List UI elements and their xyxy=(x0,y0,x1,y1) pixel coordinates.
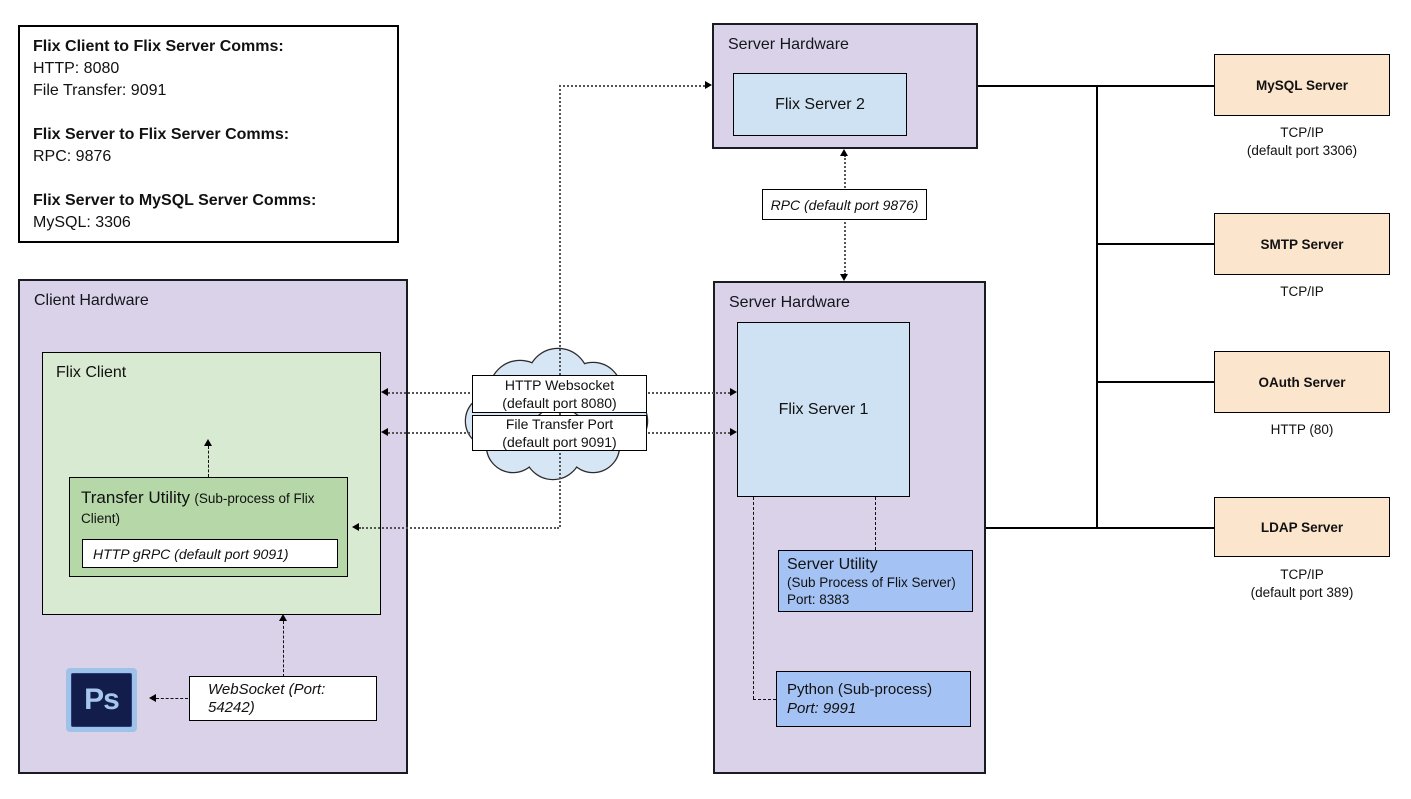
ldap-server-box: LDAP Server xyxy=(1214,497,1390,557)
legend-line: MySQL: 3306 xyxy=(33,214,131,231)
server-hardware-1-title: Server Hardware xyxy=(729,294,850,311)
arrowhead-transfer-utility-up xyxy=(204,439,212,446)
legend-heading: Flix Server to MySQL Server Comms: xyxy=(33,192,317,209)
rpc-port-label: RPC (default port 9876) xyxy=(762,189,927,220)
mysql-port: (default port 3306) xyxy=(1246,143,1358,158)
file-transfer-label-line1: File Transfer Port xyxy=(505,416,614,432)
photoshop-icon-glyph: Ps xyxy=(71,673,132,727)
line-branch-smtp xyxy=(1096,243,1214,245)
server-utility-subtitle: (Sub Process of Flix Server) xyxy=(787,574,956,590)
line-flixserver1-to-ldap xyxy=(986,527,1214,529)
arrowhead-http-into-flix-server-1 xyxy=(730,388,737,396)
legend-box: Flix Client to Flix Server Comms: HTTP: … xyxy=(18,25,399,243)
python-port: Port: 9991 xyxy=(787,700,857,717)
line-transfer-utility-up-dashed xyxy=(208,446,209,477)
legend-heading: Flix Client to Flix Server Comms: xyxy=(33,38,284,55)
flix-server-2-node: Flix Server 2 xyxy=(733,73,907,136)
http-grpc-port-label: HTTP gRPC (default port 9091) xyxy=(82,539,338,568)
oauth-server-caption: HTTP (80) xyxy=(1214,421,1390,439)
arrowhead-into-photoshop xyxy=(149,694,156,702)
ldap-port: (default port 389) xyxy=(1250,585,1354,600)
line-cloud-vertical-dotted xyxy=(559,85,561,527)
line-websocket-to-flixclient-dashed xyxy=(283,621,284,677)
flix-server-1-node: Flix Server 1 xyxy=(737,322,910,497)
smtp-protocol: TCP/IP xyxy=(1280,284,1324,299)
line-to-flixserver2-dotted xyxy=(559,85,705,87)
flix-client-title: Flix Client xyxy=(56,364,127,381)
client-hardware-title: Client Hardware xyxy=(34,292,149,309)
file-transfer-port-label: File Transfer Port (default port 9091) xyxy=(472,415,647,451)
python-subprocess-node: Python (Sub-process) Port: 9991 xyxy=(776,671,971,727)
transfer-utility-subtitle: (Sub-process of Flix Client) xyxy=(81,491,315,526)
legend-section: Flix Client to Flix Server Comms: HTTP: … xyxy=(33,36,387,102)
oauth-protocol: HTTP (80) xyxy=(1270,422,1334,437)
arrowhead-into-transfer-utility xyxy=(352,523,359,531)
http-websocket-label-line2: (default port 8080) xyxy=(502,395,617,411)
mysql-protocol: TCP/IP xyxy=(1280,125,1324,140)
server-utility-node: Server Utility (Sub Process of Flix Serv… xyxy=(778,550,973,612)
line-to-transfer-utility-dotted xyxy=(359,527,559,529)
mysql-server-box: MySQL Server xyxy=(1214,54,1390,116)
http-websocket-label-line1: HTTP Websocket xyxy=(504,377,615,393)
mysql-server-caption: TCP/IP (default port 3306) xyxy=(1214,124,1390,160)
legend-line: File Transfer: 9091 xyxy=(33,82,167,99)
smtp-server-box: SMTP Server xyxy=(1214,213,1390,275)
arrowhead-ft-into-flix-client xyxy=(381,428,388,436)
smtp-server-caption: TCP/IP xyxy=(1214,283,1390,301)
line-flixserver1-to-python-dashed-v xyxy=(753,497,754,699)
line-websocket-to-photoshop-dashed xyxy=(156,698,188,699)
legend-section: Flix Server to Flix Server Comms: RPC: 9… xyxy=(33,124,387,168)
server-hardware-2-title: Server Hardware xyxy=(728,36,849,53)
legend-section: Flix Server to MySQL Server Comms: MySQL… xyxy=(33,190,387,234)
arrowhead-into-server-hardware-2 xyxy=(705,81,712,89)
legend-heading: Flix Server to Flix Server Comms: xyxy=(33,126,290,143)
oauth-server-box: OAuth Server xyxy=(1214,351,1390,413)
arrowhead-ft-into-flix-server-1 xyxy=(730,428,737,436)
arrowhead-into-flix-client-bottom xyxy=(279,614,287,621)
line-flixserver1-to-python-dashed-h xyxy=(753,699,776,700)
websocket-port-label: WebSocket (Port: 54242) xyxy=(189,676,377,721)
http-websocket-label: HTTP Websocket (default port 8080) xyxy=(472,375,647,413)
line-trunk-vertical xyxy=(1096,85,1098,527)
arrowhead-rpc-into-server-hardware-2 xyxy=(840,149,848,156)
ldap-protocol: TCP/IP xyxy=(1280,567,1324,582)
server-utility-port: Port: 8383 xyxy=(787,591,850,607)
ldap-server-caption: TCP/IP (default port 389) xyxy=(1214,566,1390,602)
arrowhead-rpc-into-server-hardware-1 xyxy=(840,274,848,281)
line-branch-oauth xyxy=(1096,381,1214,383)
legend-line: RPC: 9876 xyxy=(33,148,112,165)
photoshop-icon: Ps xyxy=(66,668,137,732)
legend-line: HTTP: 8080 xyxy=(33,60,120,77)
arrowhead-http-into-flix-client xyxy=(381,388,388,396)
transfer-utility-title: Transfer Utility xyxy=(81,488,190,507)
line-flixserver1-to-serverutility-dashed xyxy=(875,497,876,550)
python-title: Python (Sub-process) xyxy=(787,681,933,698)
server-utility-title: Server Utility xyxy=(787,555,878,573)
file-transfer-label-line2: (default port 9091) xyxy=(502,434,617,450)
